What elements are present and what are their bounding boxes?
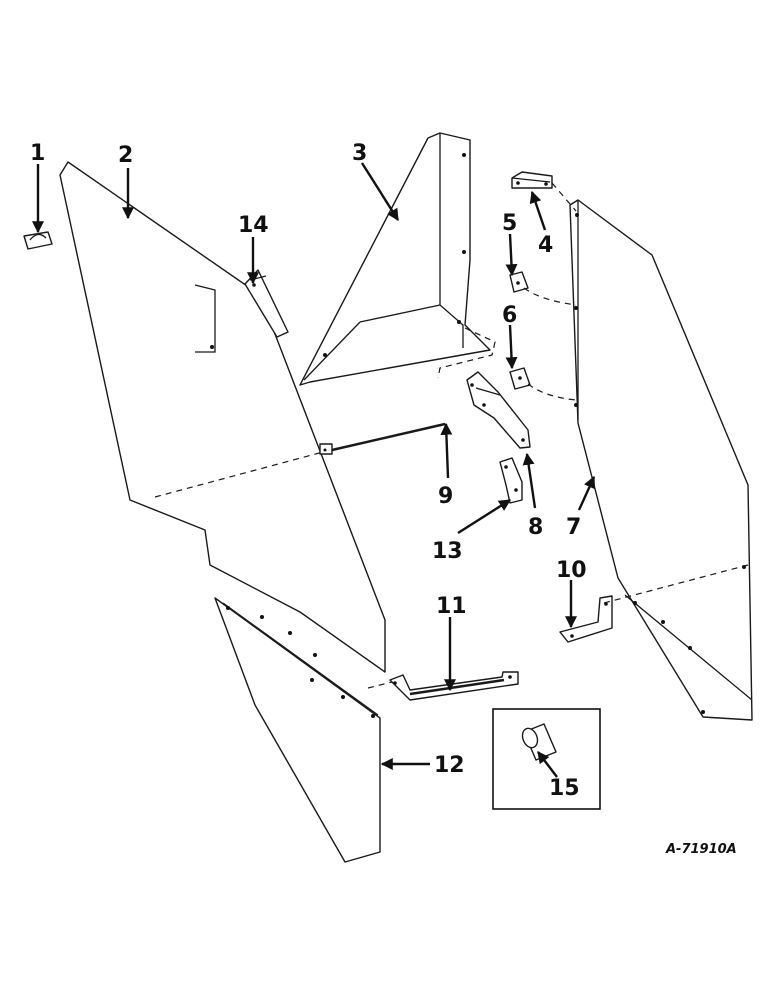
callout-6: 6: [502, 303, 517, 328]
part-4-bracket: [511, 171, 553, 189]
part-15-bushing: [521, 723, 557, 761]
part-11-flat-bar: [389, 671, 519, 701]
callout-7: 7: [566, 515, 581, 540]
callout-labels: 1 2 3 4 5 6 7 8 9 10 11 12 13 14 15: [30, 141, 587, 801]
callout-14: 14: [238, 213, 269, 238]
callout-4: 4: [538, 233, 553, 258]
callout-1: 1: [30, 141, 45, 166]
callout-15: 15: [549, 776, 580, 801]
callout-3: 3: [352, 141, 367, 166]
part-2-side-shield: [59, 161, 386, 673]
callout-8: 8: [528, 515, 543, 540]
callout-9: 9: [438, 484, 453, 509]
leader-arrows: [32, 162, 596, 778]
part-3-upper-shield: [299, 132, 491, 386]
part-15-inset: [492, 708, 601, 810]
part-6-clip: [509, 367, 531, 390]
callout-12: 12: [434, 753, 465, 778]
callout-10: 10: [556, 558, 587, 583]
part-8-support: [466, 371, 531, 449]
drawing-number: A-71910A: [665, 842, 737, 857]
callout-11: 11: [436, 594, 467, 619]
part-13-clip: [499, 457, 523, 504]
callout-5: 5: [502, 211, 517, 236]
part-7-right-shield: [569, 199, 753, 721]
callout-2: 2: [118, 143, 133, 168]
part-5-clip: [509, 271, 529, 293]
part-12-lower-panel: [214, 597, 381, 863]
part-1-clip: [23, 231, 53, 250]
part-10-angle-bracket: [559, 595, 613, 643]
assembly-lines: [154, 182, 749, 689]
part-9-rod: [319, 422, 446, 455]
callout-13: 13: [432, 539, 463, 564]
